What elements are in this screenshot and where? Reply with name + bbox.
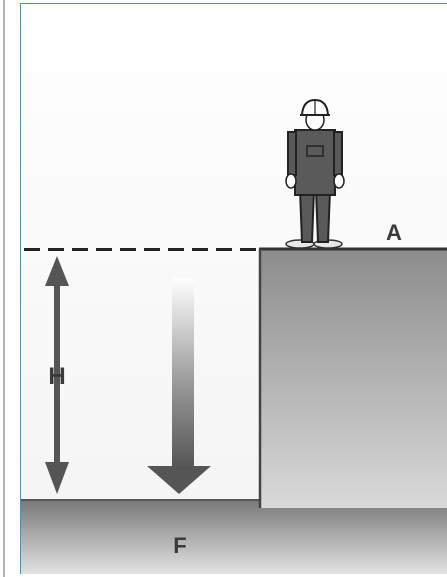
floor-label: F xyxy=(173,533,186,558)
height-arrow-icon xyxy=(45,256,69,494)
fall-arrow-icon xyxy=(147,278,211,494)
platform-block xyxy=(260,249,447,508)
surface-label: A xyxy=(386,220,402,245)
height-label: H xyxy=(48,363,65,390)
worker-icon xyxy=(285,98,345,249)
floor-surface xyxy=(21,499,447,574)
